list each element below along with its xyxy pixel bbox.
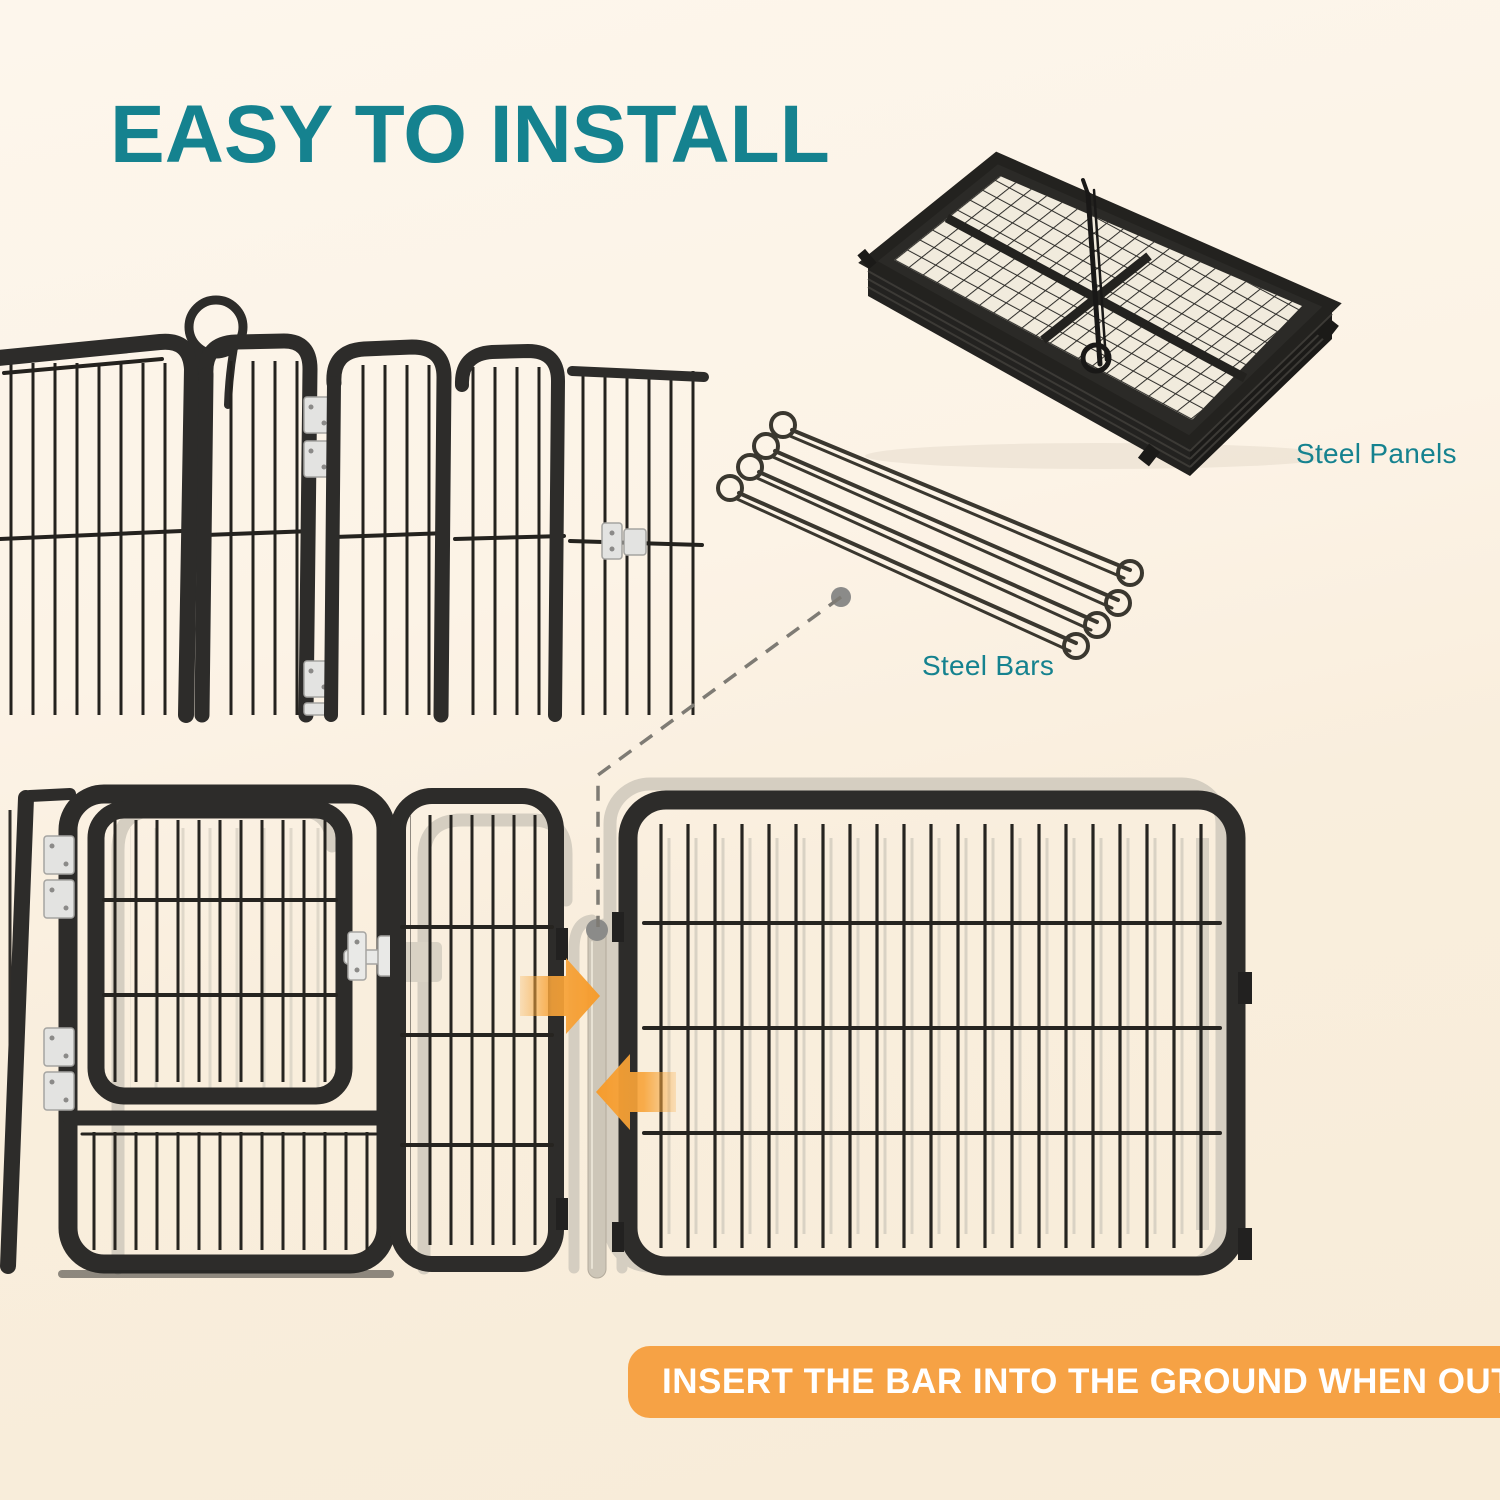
- arrow-right-icon: [520, 958, 600, 1034]
- folded-panels-illustration: [857, 151, 1342, 476]
- steel-panels-label: Steel Panels: [1296, 438, 1457, 469]
- page-title: EASY TO INSTALL: [110, 89, 830, 180]
- fence-corner-illustration: [0, 295, 709, 723]
- steel-bars-illustration: [716, 411, 1144, 660]
- callout-connector-line: [555, 575, 865, 955]
- folded-steel-panels: [850, 130, 1440, 476]
- panel-assembly-view: [0, 777, 1270, 1300]
- fence-corner-closeup: [0, 275, 710, 723]
- connector-illustration: [596, 587, 851, 927]
- instruction-banner: INSERT THE BAR INTO THE GROUND WHEN OUTD…: [628, 1346, 1500, 1418]
- instruction-banner-text: INSERT THE BAR INTO THE GROUND WHEN OUTD…: [662, 1362, 1500, 1401]
- arrow-left-icon: [596, 1054, 676, 1130]
- steel-ground-bars: [700, 400, 1180, 670]
- steel-bars-label: Steel Bars: [922, 650, 1055, 681]
- assembly-illustration: [0, 777, 1252, 1279]
